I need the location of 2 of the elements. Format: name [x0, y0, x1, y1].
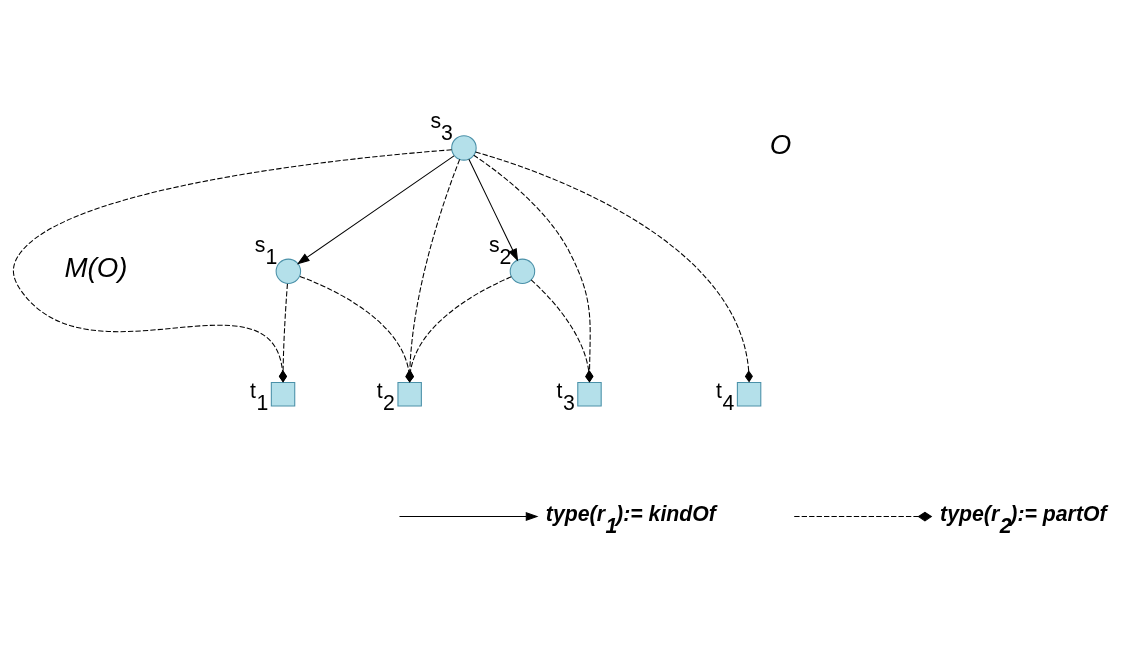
label: O	[769, 128, 792, 160]
label: M(O)	[64, 251, 128, 283]
